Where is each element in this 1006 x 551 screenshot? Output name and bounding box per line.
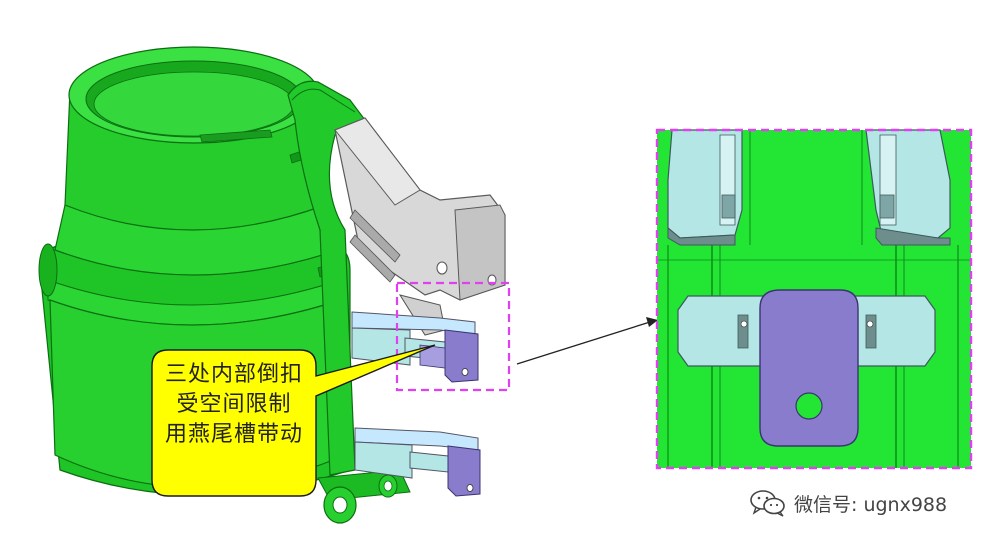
lower-slider-assembly: [354, 427, 481, 497]
callout-text: 三处内部倒扣 受空间限制 用燕尾槽带动: [152, 360, 316, 450]
gray-lifter-part: [334, 117, 506, 336]
upper-slider-assembly: [351, 311, 479, 383]
wechat-icon: [750, 490, 785, 517]
detail-zoom-view: [655, 128, 973, 470]
callout-line-3: 用燕尾槽带动: [164, 422, 303, 447]
callout-line-1: 三处内部倒扣: [164, 362, 303, 387]
callout-line-2: 受空间限制: [176, 392, 292, 417]
highlight-box-detail: [655, 128, 973, 470]
watermark: 微信号: ugnx988: [748, 488, 947, 518]
highlight-box-small: [395, 281, 511, 392]
callout-bubble: [151, 344, 436, 497]
watermark-text: 微信号: ugnx988: [794, 493, 948, 516]
pointer-arrow: [516, 317, 658, 365]
